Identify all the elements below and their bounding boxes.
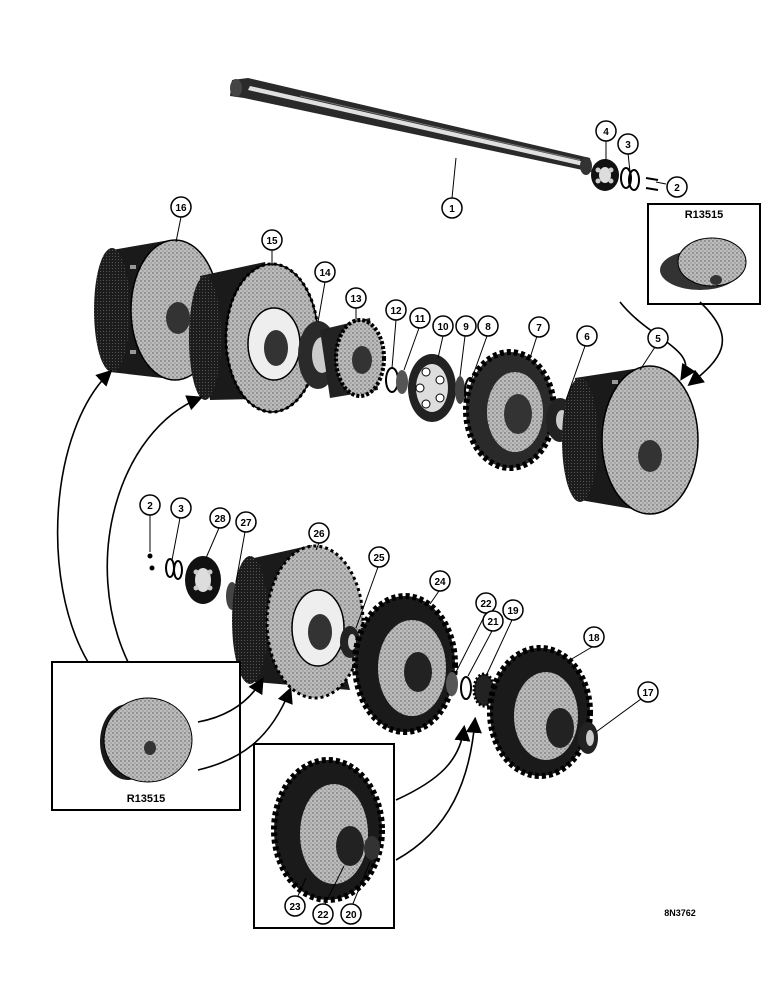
callout-8: 8 [477, 315, 499, 337]
svg-text:19: 19 [507, 606, 519, 617]
inset-box-top: R13515 [647, 203, 761, 305]
svg-text:26: 26 [313, 529, 325, 540]
gear-24 [352, 593, 458, 735]
shaft-pins [645, 177, 659, 191]
callout-13: 13 [345, 287, 367, 309]
callout-16: 16 [170, 196, 192, 218]
main-shaft [230, 78, 592, 175]
svg-text:11: 11 [415, 314, 426, 325]
svg-text:22: 22 [317, 910, 329, 921]
callout-3-top: 3 [617, 133, 639, 155]
svg-text:28: 28 [214, 514, 226, 525]
svg-text:23: 23 [289, 902, 301, 913]
svg-text:5: 5 [655, 334, 661, 345]
inset-label-left: R13515 [127, 793, 166, 805]
callout-27: 27 [235, 511, 257, 533]
svg-text:8: 8 [485, 322, 491, 333]
callout-17: 17 [637, 681, 659, 703]
svg-text:2: 2 [674, 183, 680, 194]
svg-text:6: 6 [584, 332, 590, 343]
callout-11: 11 [409, 307, 431, 329]
callout-5: 5 [647, 327, 669, 349]
clutch-drum-26 [232, 544, 365, 700]
callout-25: 25 [368, 546, 390, 568]
svg-text:3: 3 [178, 504, 184, 515]
clutch-drum-5 [562, 365, 699, 515]
svg-text:1: 1 [449, 204, 455, 215]
callout-26: 26 [308, 522, 330, 544]
svg-text:25: 25 [373, 553, 385, 564]
svg-text:2: 2 [147, 501, 153, 512]
svg-text:14: 14 [319, 268, 331, 279]
spline-gear-13 [320, 318, 386, 398]
callout-24: 24 [429, 570, 451, 592]
clutch-drum-16 [94, 239, 220, 381]
callout-12: 12 [385, 299, 407, 321]
callout-6: 6 [576, 325, 598, 347]
inset-box-bottom [253, 743, 395, 929]
svg-text:17: 17 [642, 688, 654, 699]
spacer-22 [446, 672, 458, 696]
shaft-end-bearing [591, 159, 619, 191]
callout-20: 20 [340, 903, 362, 925]
shaft-washers [620, 167, 640, 191]
lower-washers [165, 558, 183, 580]
gear-18 [487, 645, 593, 779]
callout-23: 23 [284, 895, 306, 917]
svg-text:3: 3 [625, 140, 631, 151]
callout-14: 14 [314, 261, 336, 283]
washer-9 [455, 376, 465, 404]
washer-21 [460, 676, 472, 700]
callout-4: 4 [595, 120, 617, 142]
callout-2-top: 2 [666, 176, 688, 198]
reference-number: 8N3762 [664, 908, 696, 918]
svg-text:10: 10 [437, 322, 449, 333]
callout-21: 21 [482, 610, 504, 632]
lower-pins [147, 553, 155, 571]
gear-7 [463, 349, 557, 471]
assembly-arrows [56, 301, 724, 861]
callout-9: 9 [455, 315, 477, 337]
callout-22-upper: 22 [475, 592, 497, 614]
roller-bearing-10 [408, 354, 456, 422]
svg-text:13: 13 [350, 294, 362, 305]
svg-text:9: 9 [463, 322, 469, 333]
svg-text:27: 27 [240, 518, 252, 529]
leader-lines [149, 140, 667, 907]
spacer-11 [396, 370, 408, 394]
callout-3-lower: 3 [170, 497, 192, 519]
svg-text:12: 12 [390, 306, 402, 317]
clutch-drum-15 [189, 262, 320, 414]
callout-15: 15 [261, 229, 283, 251]
svg-text:24: 24 [434, 577, 446, 588]
svg-text:7: 7 [536, 323, 542, 334]
callout-1: 1 [441, 197, 463, 219]
inset-box-left: R13515 [51, 661, 241, 811]
svg-text:4: 4 [603, 127, 609, 138]
svg-text:16: 16 [175, 203, 187, 214]
svg-text:18: 18 [588, 633, 600, 644]
svg-text:20: 20 [345, 910, 357, 921]
callout-7: 7 [528, 316, 550, 338]
svg-text:15: 15 [266, 236, 278, 247]
callout-10: 10 [432, 315, 454, 337]
callout-22-inset: 22 [312, 903, 334, 925]
svg-text:21: 21 [487, 617, 499, 628]
callout-28: 28 [209, 507, 231, 529]
callout-18: 18 [583, 626, 605, 648]
hub-17 [578, 722, 598, 754]
callout-2-lower: 2 [139, 494, 161, 516]
inset-label-top: R13515 [685, 209, 724, 221]
bearing-28 [185, 556, 221, 604]
svg-text:22: 22 [480, 599, 492, 610]
callout-19: 19 [502, 599, 524, 621]
